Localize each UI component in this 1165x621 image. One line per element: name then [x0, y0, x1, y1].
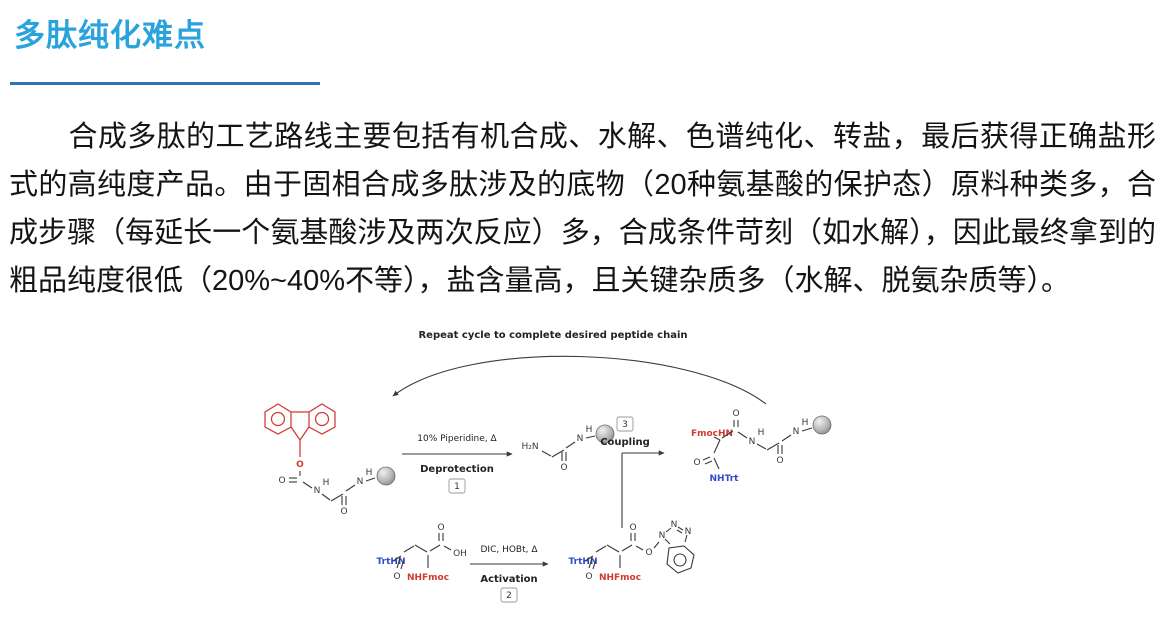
spps-cycle-diagram: Repeat cycle to complete desired peptide…	[264, 330, 832, 603]
atom-o-label: O	[629, 523, 636, 533]
page-title: 多肽纯化难点	[14, 18, 206, 53]
activated-ester-structure: TrtHN O O O NHFmoc	[569, 520, 695, 583]
protected-amino-acid-structure: TrtHN O O OH NHFmoc	[377, 523, 467, 583]
atom-fmochn-label: FmocHN	[691, 429, 733, 439]
intro-paragraph: 合成多肽的工艺路线主要包括有机合成、水解、色谱纯化、转盐，最后获得正确盐形式的高…	[9, 121, 1156, 298]
activation-reagent: DIC, HOBt, Δ	[480, 545, 538, 555]
atom-h-label: H	[323, 478, 330, 488]
benzotriazole-ring	[664, 526, 695, 574]
atom-o-label: O	[296, 460, 304, 470]
atom-h-label: H	[586, 425, 593, 435]
atom-o-label: O	[340, 507, 347, 517]
atom-o-label: O	[693, 458, 700, 468]
atom-o-label: O	[560, 463, 567, 473]
atom-o-label: O	[732, 409, 739, 419]
atom-h2n-label: H₂N	[521, 442, 538, 452]
deprotection-reagent: 10% Piperidine, Δ	[417, 434, 497, 444]
atom-o-label: O	[393, 572, 400, 582]
slide-header: 多肽纯化难点	[0, 0, 1165, 85]
atom-o-label: O	[776, 456, 783, 466]
resin-bead	[812, 415, 832, 435]
coupling-label: Coupling	[600, 437, 650, 448]
atom-n-label: N	[357, 477, 364, 487]
atom-n-label: N	[685, 527, 692, 537]
atom-oh-label: OH	[453, 549, 467, 559]
repeat-cycle-label: Repeat cycle to complete desired peptide…	[418, 330, 687, 341]
coupled-product-structure: FmocHN O NHTrt O N H	[691, 409, 832, 484]
spps-diagram-container: Repeat cycle to complete desired peptide…	[0, 322, 1165, 621]
atom-h-label: H	[802, 418, 809, 428]
atom-n-label: N	[577, 434, 584, 444]
step-1-number: 1	[454, 482, 460, 492]
atom-n-label: N	[749, 437, 756, 447]
resin-bead	[376, 466, 396, 486]
fluorenyl-group	[264, 403, 336, 457]
step-2-number: 2	[506, 591, 512, 601]
atom-h-label: H	[758, 428, 765, 438]
coupling-step: 3 Coupling	[600, 416, 665, 528]
atom-trthn-label: TrtHN	[569, 557, 598, 567]
atom-o-label: O	[437, 523, 444, 533]
amino-acid-bonds	[392, 533, 452, 570]
fmoc-gly-resin-structure: O O N H O N H	[264, 403, 396, 517]
atom-o-label: O	[645, 548, 652, 558]
atom-n-label: N	[793, 427, 800, 437]
atom-n-label: N	[671, 520, 678, 530]
atom-nhfmoc-label: NHFmoc	[599, 573, 641, 583]
atom-trthn-label: TrtHN	[377, 557, 406, 567]
activation-step: DIC, HOBt, Δ Activation 2	[470, 545, 549, 603]
atom-h-label: H	[366, 468, 373, 478]
atom-nhfmoc-label: NHFmoc	[407, 573, 449, 583]
title-underline	[10, 82, 320, 85]
coupled-product-bonds	[702, 420, 813, 470]
resin-bead	[595, 424, 615, 444]
step-2-box	[500, 587, 518, 603]
fmoc-linker-bonds	[289, 471, 376, 505]
step-3-box	[616, 416, 634, 432]
activated-ester-bonds	[584, 533, 660, 570]
step-1-box	[448, 478, 466, 494]
atom-nhtrt-label: NHTrt	[710, 474, 740, 484]
repeat-cycle-arrow	[392, 355, 767, 405]
deprotection-step: 10% Piperidine, Δ Deprotection 1	[402, 434, 513, 494]
step-3-number: 3	[622, 420, 628, 430]
deprotection-label: Deprotection	[420, 464, 494, 475]
atom-o-label: O	[585, 572, 592, 582]
repeat-cycle: Repeat cycle to complete desired peptide…	[392, 330, 767, 405]
atom-n-label: N	[659, 531, 666, 541]
deprotected-gly-resin-structure: H₂N O N H	[521, 424, 615, 473]
atom-n-label: N	[314, 486, 321, 496]
atom-o-label: O	[278, 476, 285, 486]
gly-resin-bonds	[541, 435, 596, 461]
activation-label: Activation	[480, 574, 537, 585]
